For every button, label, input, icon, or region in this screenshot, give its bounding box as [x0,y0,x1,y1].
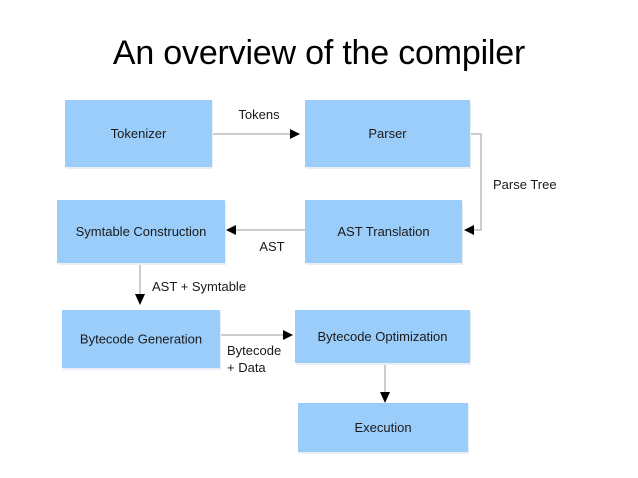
node-label-symtable: Symtable Construction [76,224,207,239]
arrowhead-icon [226,225,236,235]
arrowhead-icon [464,225,474,235]
edge-label-ast: AST [259,239,284,254]
node-tokenizer[interactable]: Tokenizer [65,100,213,169]
edge-label-ast-symtable: AST + Symtable [152,279,246,294]
node-execution[interactable]: Execution [298,403,469,454]
edge-label-bytecode-data-line2: + Data [227,360,266,375]
node-box-execution[interactable] [298,403,468,452]
node-label-bytecodeopt: Bytecode Optimization [317,329,447,344]
node-box-bytecodegen[interactable] [62,310,220,368]
node-bytecodeopt[interactable]: Bytecode Optimization [295,310,471,365]
arrowhead-icon [290,129,300,139]
edge-to-execution [380,363,390,403]
edge-bytecode-data [220,330,293,340]
edge-parse-tree [464,133,482,235]
node-box-asttrans[interactable] [305,200,462,263]
node-asttrans[interactable]: AST Translation [305,200,463,265]
node-label-parser: Parser [368,126,407,141]
node-box-bytecodeopt[interactable] [295,310,470,363]
node-parser[interactable]: Parser [305,100,471,169]
node-label-tokenizer: Tokenizer [111,126,167,141]
page-title: An overview of the compiler [112,34,526,72]
edges-layer [135,129,482,403]
arrowhead-icon [135,294,145,305]
edge-label-parse-tree: Parse Tree [493,177,557,192]
edge-line-parse-tree [468,133,482,231]
edge-label-tokens: Tokens [238,107,280,122]
edge-label-bytecode-data: Bytecode [227,343,281,358]
node-label-asttrans: AST Translation [337,224,429,239]
node-box-parser[interactable] [305,100,470,167]
node-symtable[interactable]: Symtable Construction [57,200,226,265]
node-box-tokenizer[interactable] [65,100,212,167]
node-box-symtable[interactable] [57,200,225,263]
edge-ast [226,225,305,235]
edge-ast-symtable [135,263,145,305]
node-bytecodegen[interactable]: Bytecode Generation [62,310,221,370]
arrowhead-icon [283,330,293,340]
node-label-bytecodegen: Bytecode Generation [80,331,202,346]
edge-tokens [212,129,300,139]
arrowhead-icon [380,392,390,403]
node-label-execution: Execution [354,420,411,435]
